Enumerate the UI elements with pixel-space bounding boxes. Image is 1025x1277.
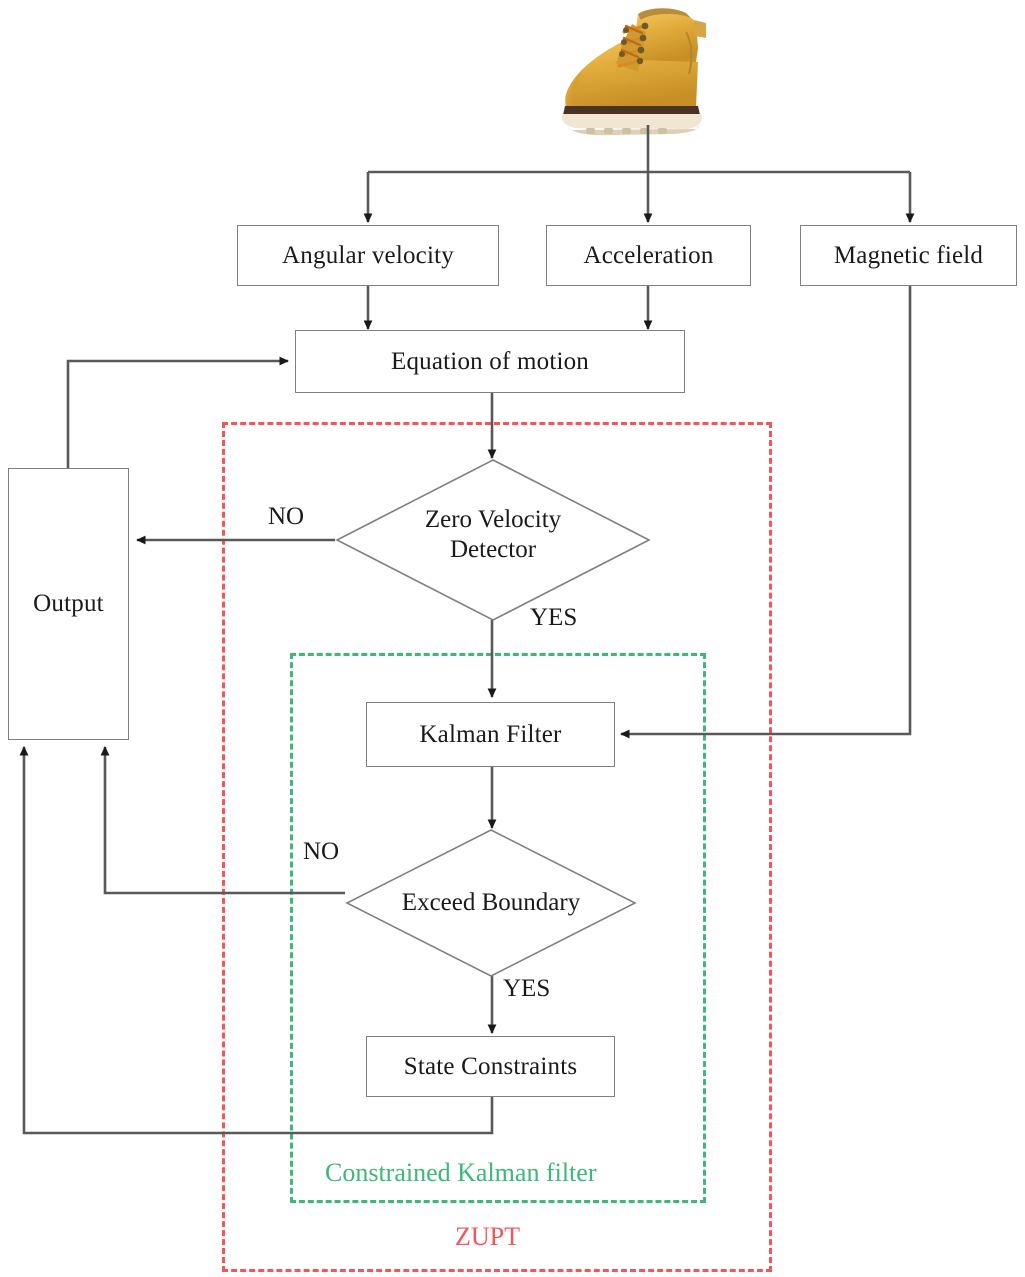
- node-output-label: Output: [33, 590, 104, 618]
- node-acceleration-label: Acceleration: [583, 241, 714, 269]
- node-output[interactable]: Output: [8, 468, 129, 740]
- node-magnetic-field[interactable]: Magnetic field: [800, 225, 1017, 286]
- edge-label-exceed-boundary-no: NO: [303, 838, 340, 865]
- zvd-label-line1: Zero Velocity: [424, 506, 562, 533]
- exceed-boundary-diamond: [345, 829, 637, 977]
- node-state-constraints[interactable]: State Constraints: [366, 1036, 615, 1097]
- node-magnetic-field-label: Magnetic field: [833, 241, 984, 269]
- node-acceleration[interactable]: Acceleration: [546, 225, 751, 286]
- edge-label-zvd-no: NO: [268, 503, 305, 530]
- zero-velocity-detector-label: Zero Velocity Detector: [335, 505, 651, 564]
- edge-label-exceed-boundary-yes: YES: [503, 975, 551, 1002]
- zero-velocity-detector-diamond: [335, 459, 651, 621]
- group-label-constrained-kalman-filter: Constrained Kalman filter: [325, 1158, 597, 1187]
- node-angular-velocity[interactable]: Angular velocity: [237, 225, 499, 286]
- node-kalman-filter-label: Kalman Filter: [419, 720, 562, 748]
- node-equation-of-motion[interactable]: Equation of motion: [295, 330, 685, 393]
- exceed-boundary-label: Exceed Boundary: [345, 888, 637, 918]
- boot-photo: [546, 2, 718, 136]
- group-label-zupt: ZUPT: [455, 1222, 520, 1251]
- node-angular-velocity-label: Angular velocity: [282, 241, 454, 269]
- exceed-boundary-text: Exceed Boundary: [401, 889, 581, 916]
- node-kalman-filter[interactable]: Kalman Filter: [366, 702, 615, 767]
- node-equation-of-motion-label: Equation of motion: [390, 347, 590, 375]
- node-state-constraints-label: State Constraints: [403, 1052, 578, 1080]
- edge-label-zvd-yes: YES: [530, 604, 578, 631]
- zvd-label-line2: Detector: [449, 535, 537, 563]
